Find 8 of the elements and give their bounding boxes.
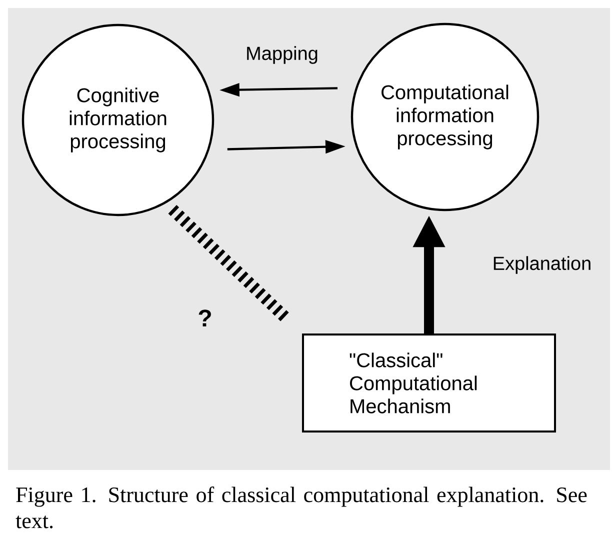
circle-node: Computational information processing <box>350 22 540 212</box>
hatched-line <box>168 204 289 322</box>
edge-label: ? <box>196 308 214 328</box>
edge-label: Explanation <box>490 254 594 276</box>
mechanism-box: "Classical" Computational Mechanism <box>302 334 556 432</box>
edge-label: Mapping <box>244 44 320 66</box>
figure-caption: Figure 1. Structure of classical computational explanation. See text. <box>16 486 587 528</box>
circle-node: Cognitive information processing <box>22 24 214 216</box>
